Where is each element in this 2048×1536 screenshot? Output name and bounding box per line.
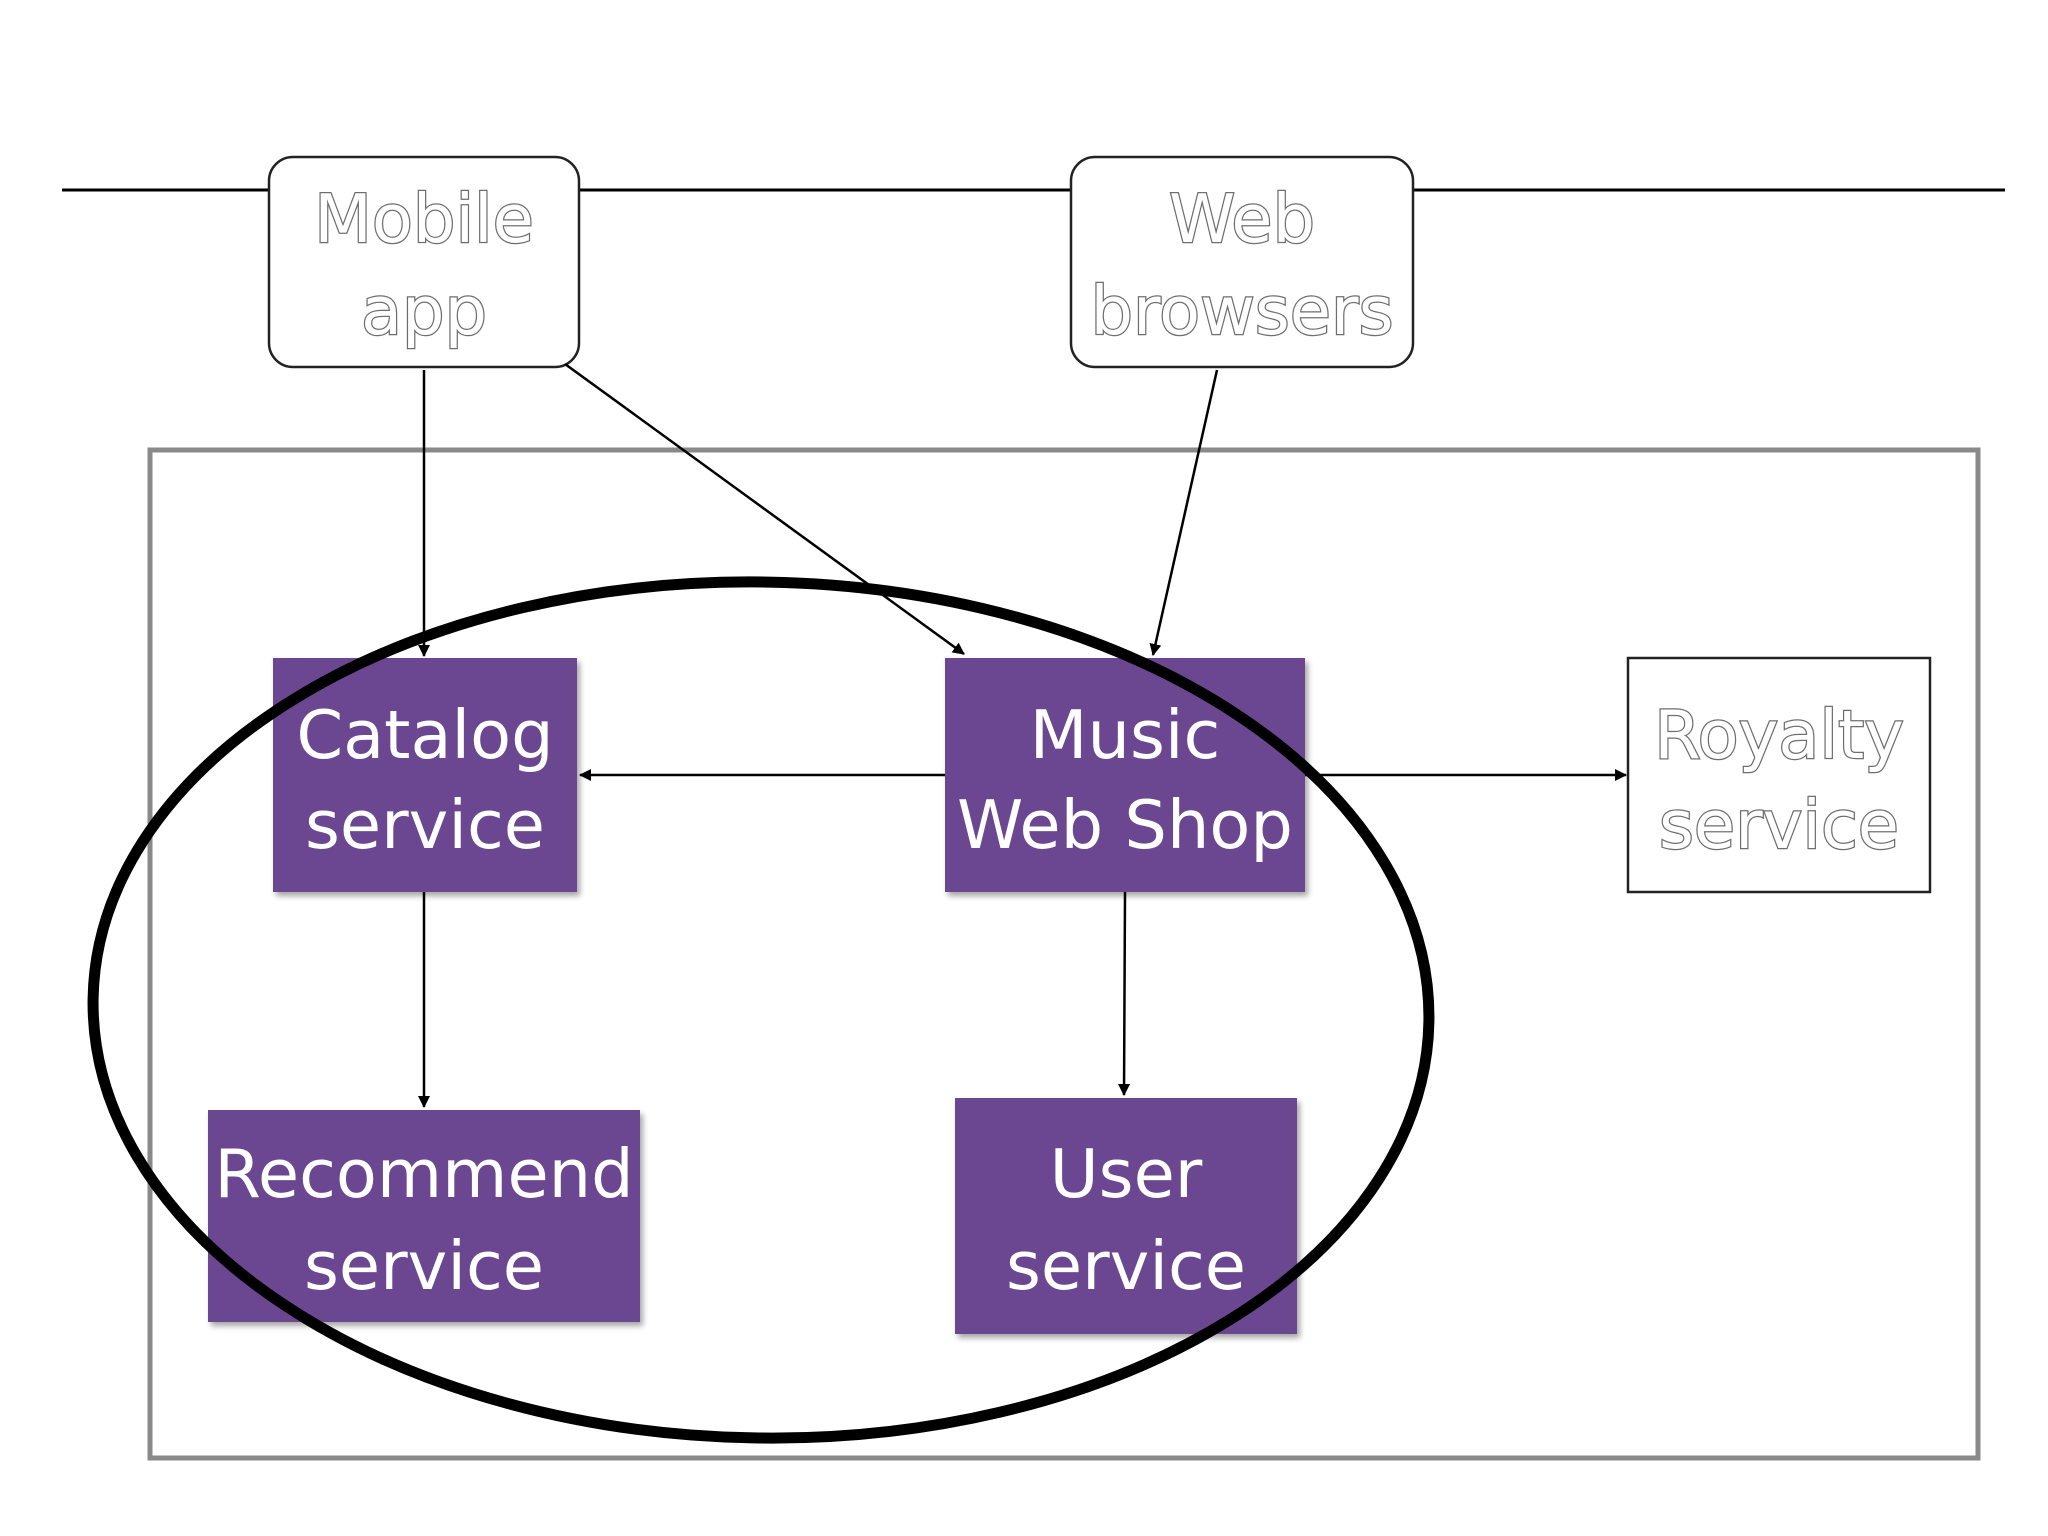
music-web-shop-node[interactable]: Music Web Shop [945, 658, 1305, 892]
mobile-app-label-line2: app [361, 272, 487, 350]
highlight-ellipse [87, 576, 1435, 1444]
mobile-app-node[interactable]: Mobile app [267, 155, 581, 369]
royalty-service-node[interactable]: Royalty service [1626, 656, 1932, 894]
royalty-service-label-line2: service [1659, 786, 1899, 864]
user-service-node[interactable]: User service [955, 1098, 1297, 1334]
recommend-service-box [208, 1110, 640, 1322]
web-browsers-label-line1: Web [1169, 180, 1315, 258]
user-service-label-line2: service [1006, 1227, 1246, 1305]
user-service-label-line1: User [1050, 1135, 1203, 1213]
recommend-service-label-line1: Recommend [214, 1135, 633, 1213]
catalog-service-label-line2: service [305, 786, 545, 864]
catalog-service-label-line1: Catalog [296, 696, 553, 774]
catalog-service-node[interactable]: Catalog service [273, 658, 577, 892]
arrow-webshop-to-user [1118, 891, 1131, 1096]
recommend-service-node[interactable]: Recommend service [208, 1110, 640, 1322]
arrow-browsers-to-webshop [1149, 369, 1219, 656]
system-boundary-box [147, 447, 1981, 1461]
royalty-service-box [1626, 656, 1932, 894]
web-browsers-box [1069, 155, 1415, 369]
web-browsers-node[interactable]: Web browsers [1069, 155, 1415, 369]
royalty-service-label-line1: Royalty [1654, 696, 1904, 774]
recommend-service-label-line2: service [304, 1227, 544, 1305]
arrow-mobile-to-webshop [564, 362, 965, 656]
web-browsers-label-line2: browsers [1091, 272, 1394, 350]
mobile-app-box [267, 155, 581, 369]
music-web-shop-label-line2: Web Shop [957, 786, 1293, 864]
user-service-box [955, 1098, 1297, 1334]
music-web-shop-label-line1: Music [1030, 696, 1221, 774]
catalog-service-box [273, 658, 577, 892]
music-web-shop-box [945, 658, 1305, 892]
mobile-app-label-line1: Mobile [314, 180, 534, 258]
